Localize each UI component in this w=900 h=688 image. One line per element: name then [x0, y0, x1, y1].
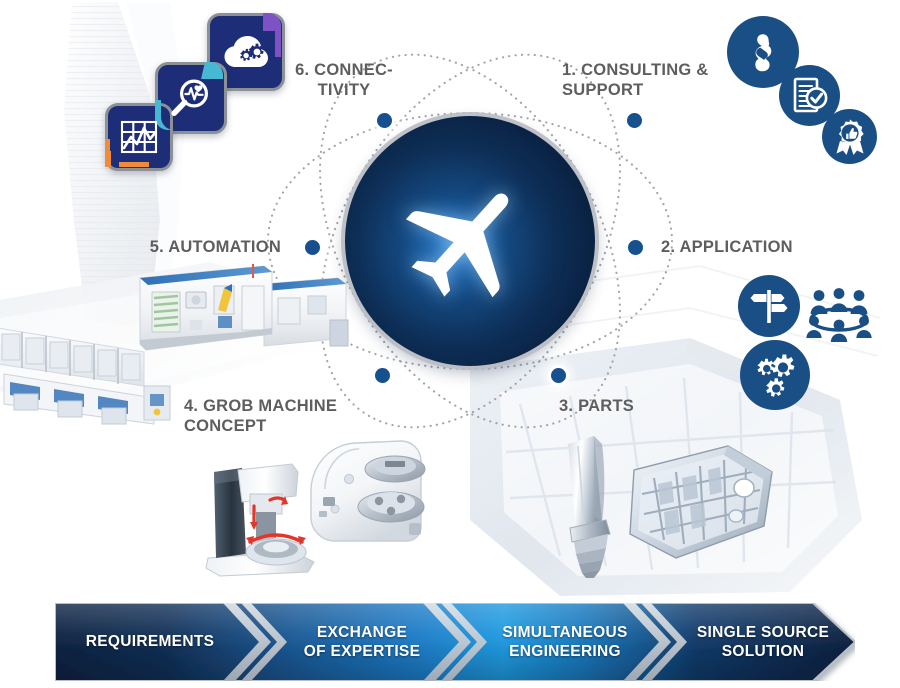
meeting-table-people-icon[interactable] [806, 288, 872, 342]
label-application: 2. APPLICATION [661, 238, 793, 256]
process-step-simultaneous-engineering[interactable]: SIMULTANEOUS ENGINEERING [502, 623, 628, 660]
process-step-requirements[interactable]: REQUIREMENTS [85, 633, 215, 651]
central-sphere [341, 112, 599, 370]
process-step-exchange-of-expertise[interactable]: EXCHANGE OF EXPERTISE [303, 623, 421, 660]
process-bar: REQUIREMENTS EXCHANGE OF EXPERTISE SIMUL… [54, 602, 857, 682]
chart-analytics-tile[interactable] [105, 103, 173, 171]
machining-spindle-photo [205, 463, 315, 577]
award-ribbon-thumbsup-icon[interactable] [822, 109, 877, 164]
node-connectivity[interactable] [377, 113, 392, 128]
label-grob-machine-concept: 4. GROB MACHINE CONCEPT [184, 397, 338, 436]
orbit-paths [266, 53, 674, 429]
production-line-photo [0, 327, 171, 425]
airplane-icon [401, 172, 539, 310]
structural-part-photo [629, 445, 773, 559]
node-consulting-support[interactable] [627, 113, 642, 128]
node-parts[interactable] [551, 368, 566, 383]
gears-icon[interactable] [740, 340, 810, 410]
node-automation[interactable] [305, 240, 320, 255]
label-consulting-support: 1. CONSULTING & SUPPORT [562, 61, 709, 100]
label-parts: 3. PARTS [559, 397, 635, 415]
automation-cell-photo [139, 264, 349, 351]
signpost-icon[interactable] [738, 275, 800, 337]
rotary-table-photo [310, 440, 426, 542]
process-step-single-source-solution[interactable]: SINGLE SOURCE SOLUTION [696, 623, 830, 660]
node-application[interactable] [628, 240, 643, 255]
node-grob-machine[interactable] [375, 368, 390, 383]
label-automation: 5. AUTOMATION [149, 238, 281, 256]
magnifier-pulse-tile[interactable] [155, 62, 227, 134]
turbine-blade-photo [568, 436, 611, 578]
process-bar-shape [54, 602, 857, 682]
label-connectivity: 6. CONNEC- TIVITY [295, 61, 393, 100]
